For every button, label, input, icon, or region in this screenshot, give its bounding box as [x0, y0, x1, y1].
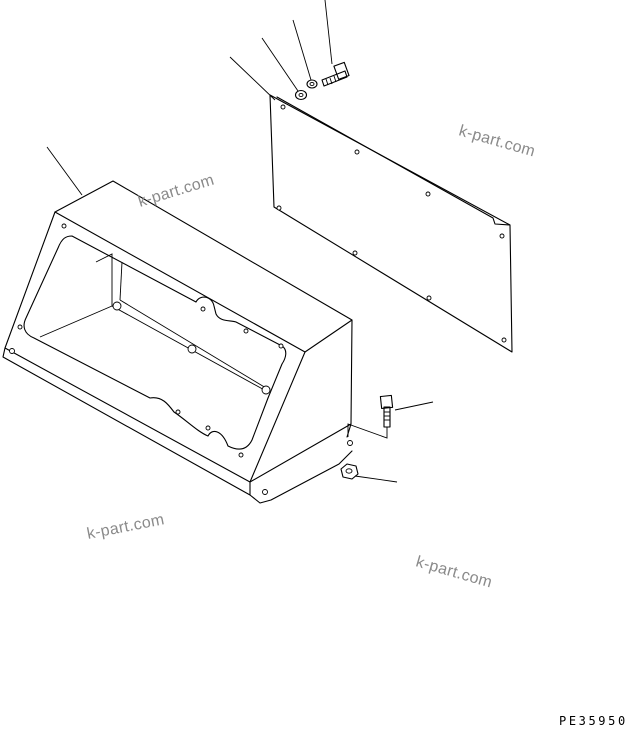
watermark: k-part.com	[414, 554, 494, 592]
leader-line-bolt-top	[324, 0, 333, 65]
watermark: k-part.com	[86, 511, 166, 543]
plate-hole	[499, 233, 505, 239]
flange-hole	[347, 440, 353, 446]
plate-hole	[425, 191, 431, 197]
plate-hole	[501, 337, 507, 343]
lock-washer	[306, 79, 318, 89]
leader-line-side-bolt	[394, 401, 434, 411]
frame-hole	[278, 343, 284, 349]
plate-hole	[354, 149, 360, 155]
plate-hole	[280, 104, 286, 110]
inner-bolt	[112, 301, 122, 311]
watermark: k-part.com	[457, 123, 537, 161]
leader-lines	[46, 0, 434, 483]
side-bolt	[347, 394, 394, 439]
hex-nut	[340, 463, 359, 480]
frame-hole	[200, 306, 206, 312]
flange-hole	[9, 348, 15, 354]
flange-hole	[262, 489, 268, 495]
frame-hole	[243, 328, 249, 334]
leader-line-nut	[354, 475, 398, 483]
frame-hole	[61, 223, 67, 229]
leader-line-box	[46, 146, 83, 196]
flat-washer	[294, 89, 308, 101]
plate-hole	[276, 205, 282, 211]
frame-hole	[17, 324, 23, 330]
frame-hole	[205, 425, 211, 431]
frame-hole	[175, 409, 181, 415]
frame-hole	[238, 452, 244, 458]
leader-line-washer	[261, 37, 299, 92]
inner-bolt	[187, 344, 197, 354]
drawing-code: PE35950	[559, 714, 627, 728]
cover-plate	[269, 94, 513, 353]
top-bolt	[321, 61, 350, 87]
inner-bolt	[261, 385, 271, 395]
box-housing	[2, 180, 353, 504]
leader-line-lockwasher	[292, 19, 312, 81]
plate-hole	[426, 295, 432, 301]
watermark: k-part.com	[136, 172, 216, 211]
gasket-opening	[23, 235, 287, 450]
plate-hole	[352, 250, 358, 256]
leader-line-cover-plate	[229, 56, 276, 101]
